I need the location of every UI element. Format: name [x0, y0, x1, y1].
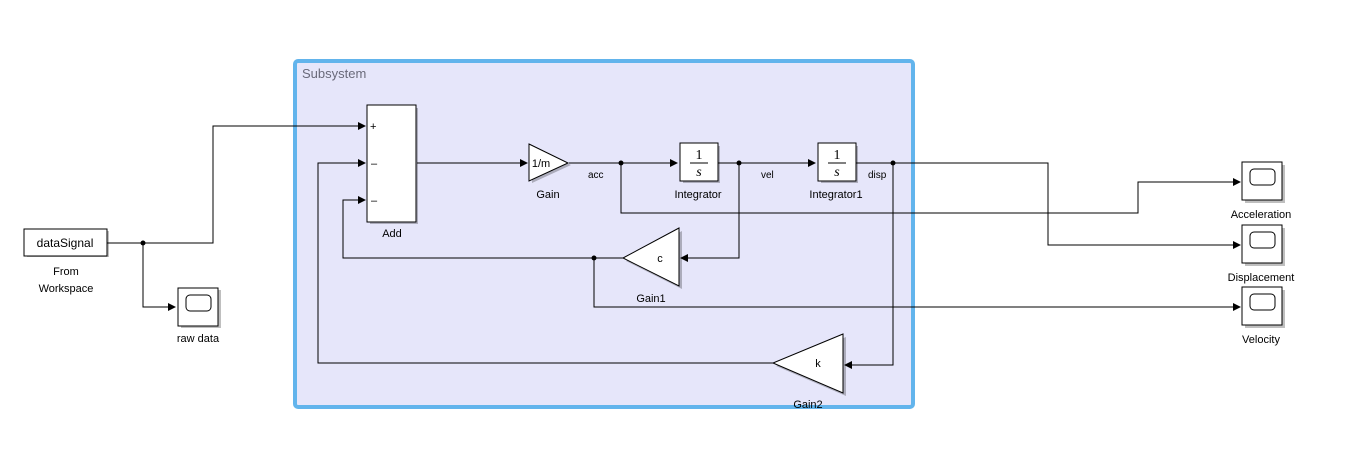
- wire-acc-to-scope[interactable]: [620, 163, 1241, 214]
- displacement-scope-label: Displacement: [1228, 272, 1295, 284]
- wire-disp-to-gain2[interactable]: [844, 163, 894, 369]
- gain2-block[interactable]: k Gain2: [771, 333, 846, 411]
- add-port-minus-2: –: [371, 195, 378, 207]
- wire-disp-to-scope[interactable]: [856, 162, 1241, 249]
- add-label: Add: [382, 228, 402, 240]
- from-workspace-label-line1: From: [53, 266, 79, 278]
- signal-label-vel: vel: [761, 170, 774, 181]
- scope-screen-icon: [185, 294, 212, 312]
- gain1-block[interactable]: c Gain1: [621, 227, 682, 305]
- gain-text: 1/m: [532, 158, 550, 170]
- integrator1-label: Integrator1: [809, 189, 862, 201]
- integrator1-numerator: 1: [834, 148, 841, 163]
- wire-gain1-to-add[interactable]: [342, 196, 623, 259]
- subsystem[interactable]: Subsystem: [293, 59, 915, 409]
- wire-gain1-to-velocity-scope[interactable]: [593, 258, 1241, 311]
- signal-label-acc: acc: [588, 170, 604, 181]
- gain1-text: c: [657, 253, 663, 265]
- subsystem-frame[interactable]: [293, 59, 915, 409]
- add-block[interactable]: + – – Add: [366, 104, 418, 240]
- add-port-minus-1: –: [371, 158, 378, 170]
- acceleration-scope-block[interactable]: Acceleration: [1231, 161, 1292, 221]
- wires: [107, 122, 1241, 369]
- branch-point: [140, 240, 146, 246]
- integrator-block[interactable]: 1 s Integrator: [674, 142, 722, 201]
- wire-datasignal-to-raw-scope[interactable]: [142, 243, 176, 311]
- integrator-label: Integrator: [674, 189, 721, 201]
- scope-screen-icon: [1249, 231, 1276, 249]
- velocity-scope-block[interactable]: Velocity: [1241, 286, 1285, 346]
- displacement-scope-block[interactable]: Displacement: [1228, 224, 1295, 284]
- gain-block[interactable]: 1/m Gain: [528, 143, 571, 201]
- scope-screen-icon: [1249, 293, 1276, 311]
- integrator1-denominator: s: [834, 165, 840, 180]
- raw-data-scope-block[interactable]: raw data: [177, 287, 221, 345]
- velocity-scope-label: Velocity: [1242, 334, 1280, 346]
- integrator-denominator: s: [696, 165, 702, 180]
- scope-screen-icon: [1249, 168, 1276, 186]
- integrator-numerator: 1: [696, 148, 703, 163]
- add-port-plus: +: [370, 121, 376, 133]
- gain2-text: k: [815, 358, 821, 370]
- integrator1-block[interactable]: 1 s Integrator1: [809, 142, 863, 201]
- gain2-label: Gain2: [793, 399, 822, 411]
- acceleration-scope-label: Acceleration: [1231, 209, 1292, 221]
- wire-gain2-to-add[interactable]: [317, 159, 773, 364]
- from-workspace-text: dataSignal: [37, 236, 94, 250]
- raw-data-scope-label: raw data: [177, 333, 220, 345]
- gain-label: Gain: [536, 189, 559, 201]
- signal-label-disp: disp: [868, 170, 887, 181]
- from-workspace-block[interactable]: dataSignal From Workspace: [23, 228, 109, 295]
- subsystem-title: Subsystem: [302, 66, 366, 81]
- wire-datasignal-to-add[interactable]: [107, 122, 366, 244]
- from-workspace-label-line2: Workspace: [39, 283, 94, 295]
- wire-vel-to-gain1[interactable]: [680, 163, 740, 262]
- gain1-label: Gain1: [636, 293, 665, 305]
